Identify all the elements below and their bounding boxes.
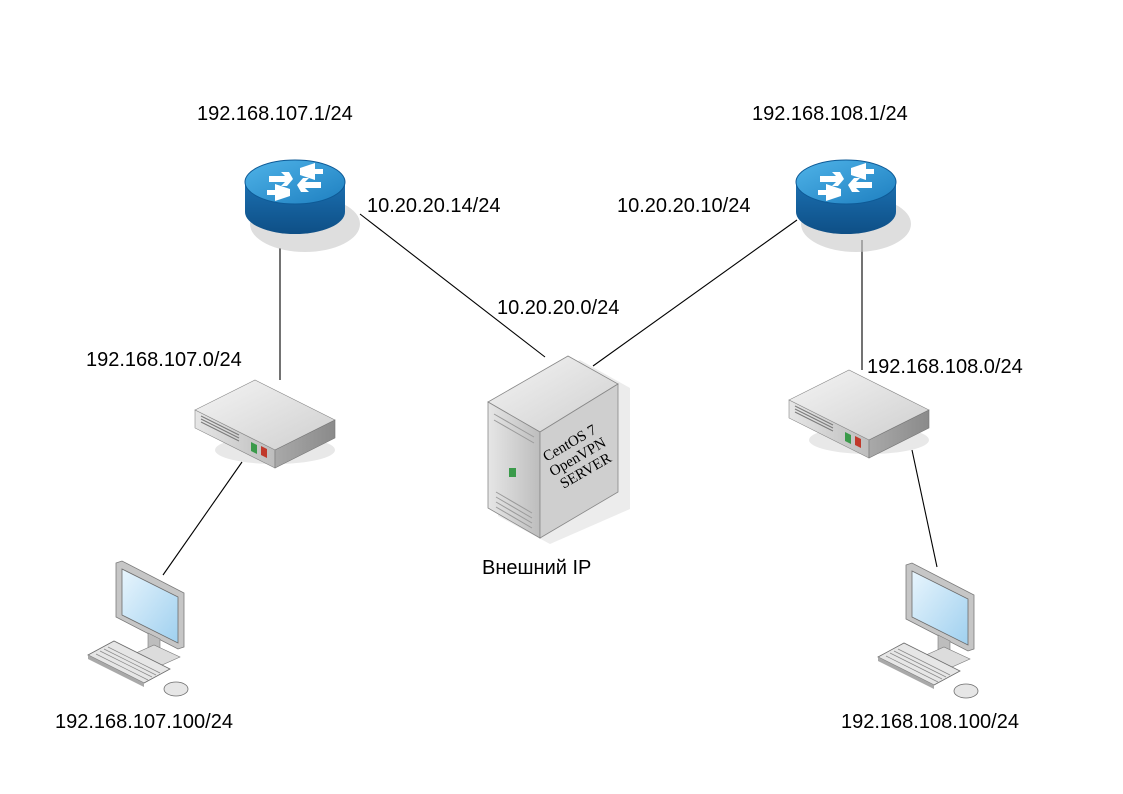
link-switch-left-pc-left [162, 461, 243, 576]
link-switch-right-pc-right [911, 449, 938, 568]
right-pc-ip-label: 192.168.108.100/24 [841, 711, 1019, 733]
left-lan-network-label: 192.168.107.0/24 [86, 349, 242, 371]
wan-network-label: 10.20.20.0/24 [497, 297, 619, 319]
router-left-wan-ip-label: 10.20.20.14/24 [367, 195, 500, 217]
router-left-lan-ip-label: 192.168.107.1/24 [197, 103, 353, 125]
server-led [509, 468, 516, 477]
switch-right-icon [788, 369, 930, 459]
router-left-icon [244, 159, 361, 253]
server-icon: CentOS 7 OpenVPN SERVER [487, 355, 630, 544]
right-lan-network-label: 192.168.108.0/24 [867, 356, 1023, 378]
router-right-icon [795, 159, 912, 253]
switch-left-icon [194, 379, 336, 469]
server-caption-label: Внешний IP [482, 557, 591, 579]
link-router-right-server [592, 219, 798, 367]
link-router-left-server [359, 213, 546, 358]
workstation-left-icon [87, 560, 189, 697]
left-pc-ip-label: 192.168.107.100/24 [55, 711, 233, 733]
router-right-wan-ip-label: 10.20.20.10/24 [617, 195, 750, 217]
router-right-lan-ip-label: 192.168.108.1/24 [752, 103, 908, 125]
workstation-right-icon [877, 562, 979, 699]
